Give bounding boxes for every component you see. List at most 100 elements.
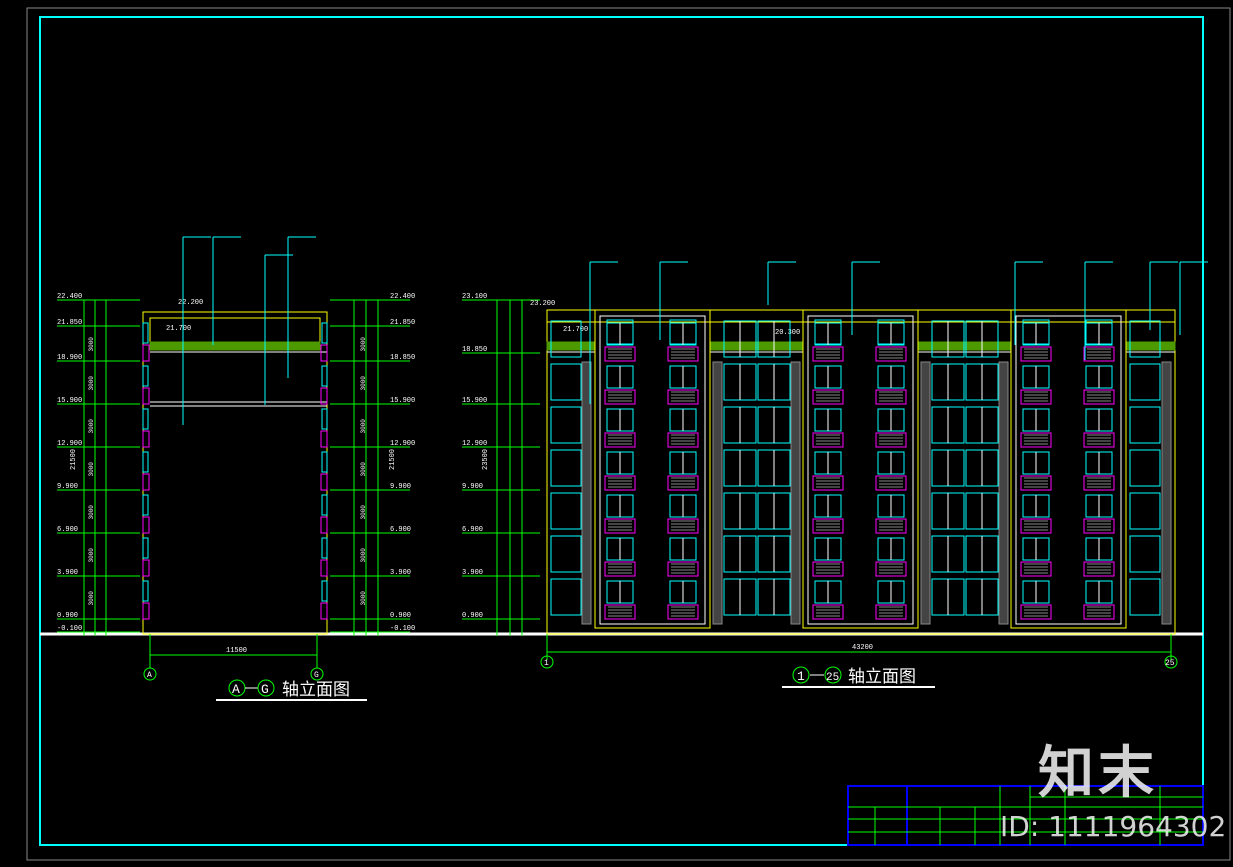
window <box>550 406 582 444</box>
width-dim: 43200 <box>852 644 873 652</box>
balcony <box>1083 518 1115 534</box>
level-label: 9.900 <box>462 483 483 491</box>
side-balcony <box>142 473 150 491</box>
side-window <box>321 322 328 344</box>
side-balcony <box>142 559 150 577</box>
balcony <box>604 604 636 620</box>
bay-frame <box>599 315 706 625</box>
side-window <box>142 451 149 473</box>
side-window <box>321 365 328 387</box>
side-balcony <box>320 516 328 534</box>
side-balcony <box>320 430 328 448</box>
view-title: 轴立面图 <box>848 667 916 688</box>
balcony <box>1020 346 1052 362</box>
balcony <box>1083 475 1115 491</box>
axis-bubble <box>143 667 157 681</box>
roof-elevation: 22.200 <box>178 299 203 307</box>
side-balcony <box>320 559 328 577</box>
balcony <box>667 432 699 448</box>
total-height-dim: 21500 <box>70 449 78 470</box>
axis-label: G <box>314 671 319 680</box>
level-label-right: 3.900 <box>390 569 411 577</box>
roof-elevation: 20.300 <box>775 329 800 337</box>
title-axis: 25 <box>826 672 839 684</box>
watermark-id: ID: 1111964302 <box>1000 810 1227 843</box>
window <box>1129 449 1161 487</box>
balcony <box>875 432 907 448</box>
floor-dim: 3000 <box>88 548 95 563</box>
axis-bubble <box>310 667 324 681</box>
balcony <box>812 604 844 620</box>
window <box>550 363 582 401</box>
floor-dim: 3000 <box>88 462 95 477</box>
balcony <box>875 389 907 405</box>
side-balcony <box>142 602 150 620</box>
balcony <box>1083 432 1115 448</box>
louver-strip <box>790 361 801 625</box>
window <box>1129 535 1161 573</box>
floor-dim: 3000 <box>360 462 367 477</box>
balcony <box>604 518 636 534</box>
level-label: 18.850 <box>462 346 487 354</box>
side-window <box>142 537 149 559</box>
drawing-border <box>39 16 1204 846</box>
balcony <box>1083 389 1115 405</box>
balcony <box>812 475 844 491</box>
side-window <box>142 580 149 602</box>
side-balcony <box>142 430 150 448</box>
side-window <box>142 494 149 516</box>
floor-dim: 3000 <box>360 505 367 520</box>
balcony <box>667 561 699 577</box>
total-height-dim: 23500 <box>482 449 490 470</box>
level-label-right: 9.900 <box>390 483 411 491</box>
level-label-left: 9.900 <box>57 483 78 491</box>
balcony <box>1083 604 1115 620</box>
level-label-right: 6.900 <box>390 526 411 534</box>
floor-dim: 3000 <box>88 591 95 606</box>
balcony <box>1083 346 1115 362</box>
level-label-left: 15.900 <box>57 397 82 405</box>
balcony <box>1020 432 1052 448</box>
louver-strip <box>998 361 1009 625</box>
window <box>1129 578 1161 616</box>
balcony <box>875 518 907 534</box>
floor-dim: 3000 <box>88 419 95 434</box>
level-label-left: 6.900 <box>57 526 78 534</box>
floor-dim: 3000 <box>360 376 367 391</box>
level-label-left: 12.900 <box>57 440 82 448</box>
floor-dim: 3000 <box>88 376 95 391</box>
window <box>1129 492 1161 530</box>
title-axis: 1 <box>797 669 805 684</box>
level-label: 12.900 <box>462 440 487 448</box>
side-window <box>321 537 328 559</box>
balcony <box>1020 518 1052 534</box>
side-balcony <box>142 516 150 534</box>
roof-elevation: 21.700 <box>166 325 191 333</box>
projected-bay <box>594 309 711 629</box>
view-title: 轴立面图 <box>282 680 350 701</box>
balcony <box>875 561 907 577</box>
balcony <box>875 346 907 362</box>
roof-elevation: 21.700 <box>563 326 588 334</box>
axis-bubble <box>792 666 810 684</box>
balcony <box>812 432 844 448</box>
axis-label: 25 <box>1165 659 1175 668</box>
floor-dim: 3000 <box>360 548 367 563</box>
balcony <box>1020 604 1052 620</box>
side-window <box>321 494 328 516</box>
balcony <box>604 389 636 405</box>
balcony <box>604 346 636 362</box>
roof-railing <box>1125 341 1176 351</box>
balcony <box>1083 561 1115 577</box>
level-label: 23.100 <box>462 293 487 301</box>
window <box>1129 363 1161 401</box>
title-axis: G <box>261 682 269 697</box>
balcony <box>812 561 844 577</box>
balcony <box>667 475 699 491</box>
louver-strip <box>920 361 931 625</box>
side-balcony <box>320 387 328 405</box>
watermark-logo: 知末 <box>1038 741 1158 806</box>
axis-label: 1 <box>544 659 549 668</box>
axis-bubble <box>540 655 554 669</box>
side-window <box>321 408 328 430</box>
